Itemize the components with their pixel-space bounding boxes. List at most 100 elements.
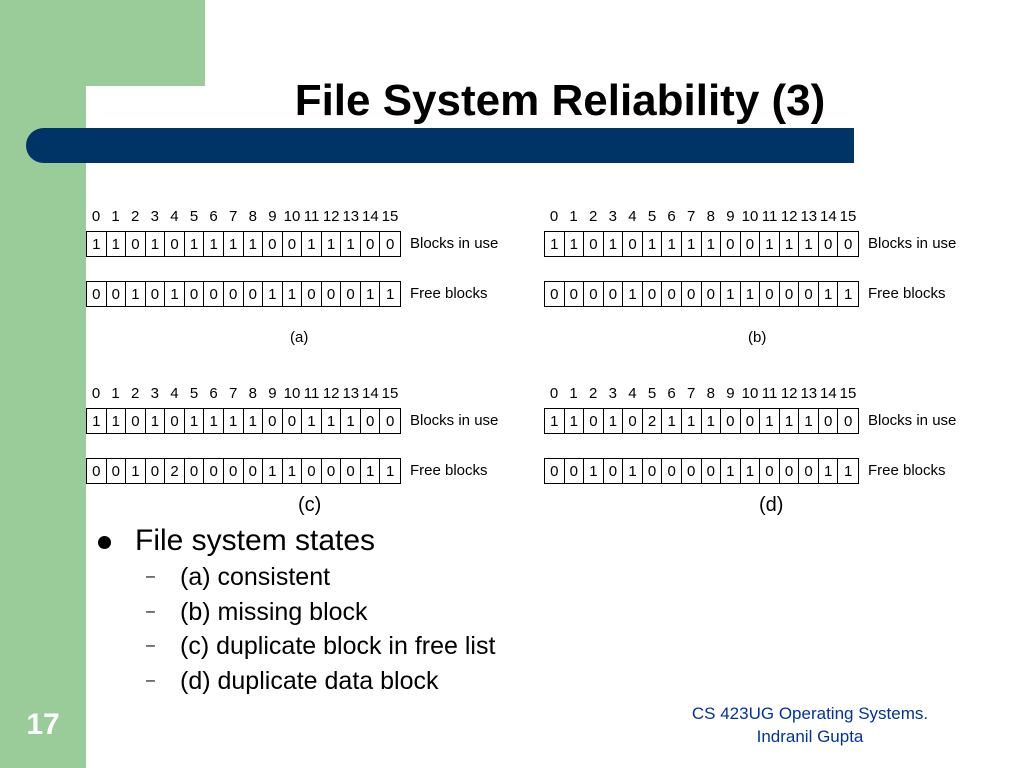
block-cell: 1: [126, 282, 146, 306]
index-label: 2: [589, 208, 598, 225]
block-cell: 1: [263, 282, 283, 306]
index-label: 12: [322, 208, 340, 225]
index-label: 12: [780, 208, 798, 225]
block-cell: 0: [780, 459, 800, 483]
index-label: 2: [589, 385, 598, 402]
block-cell: 0: [799, 282, 819, 306]
block-cell: 0: [780, 282, 800, 306]
index-label: 15: [839, 385, 857, 402]
block-cell: 0: [341, 282, 361, 306]
index-label: 9: [268, 208, 277, 225]
block-cell: 1: [341, 232, 361, 256]
block-cell: 1: [204, 232, 224, 256]
index-label: 14: [362, 385, 379, 402]
block-cell: 1: [741, 459, 761, 483]
block-cell: 1: [386, 462, 395, 480]
block-cell: 1: [799, 232, 819, 256]
block-cell: 0: [386, 412, 395, 430]
block-cell: 1: [107, 232, 127, 256]
block-cell: 1: [244, 232, 264, 256]
title-underline-bar: [26, 128, 854, 163]
block-cell: 0: [623, 232, 643, 256]
index-label: 7: [229, 208, 238, 225]
index-label: 11: [761, 385, 778, 402]
index-label: 1: [569, 385, 578, 402]
block-cell: 1: [819, 282, 839, 306]
block-cell: 1: [87, 409, 107, 433]
block-cell: 1: [623, 282, 643, 306]
index-label: 9: [726, 208, 735, 225]
diagram-caption: (b): [748, 329, 767, 346]
block-cell: 1: [721, 459, 741, 483]
bullet-dot-icon: [98, 536, 111, 549]
block-cell: 0: [702, 459, 722, 483]
diagram-a: 0 1 2 3 4 5 6 7 8 9 10 11 12 13 14 15 1 …: [86, 208, 526, 348]
index-label: 13: [342, 385, 360, 402]
block-cell: 0: [224, 282, 244, 306]
dash-icon: –: [146, 671, 155, 689]
block-cell: 0: [361, 232, 381, 256]
index-label: 3: [150, 385, 159, 402]
block-cell: 2: [165, 459, 185, 483]
block-cell: 0: [584, 282, 604, 306]
index-label: 5: [647, 385, 657, 402]
block-cell: 1: [283, 459, 303, 483]
index-label: 11: [303, 208, 320, 225]
index-label: 14: [820, 385, 837, 402]
index-label: 3: [150, 208, 159, 225]
sub-bullet-text: (d) duplicate data block: [180, 666, 439, 695]
index-label: 9: [268, 385, 277, 402]
index-label: 10: [283, 385, 301, 402]
block-cell: 1: [844, 285, 853, 303]
index-label: 11: [761, 208, 778, 225]
block-cell: 1: [741, 282, 761, 306]
index-label: 2: [131, 208, 140, 225]
block-cell: 1: [721, 282, 741, 306]
block-cell: 1: [623, 459, 643, 483]
index-label: 10: [741, 208, 759, 225]
index-label: 12: [322, 385, 340, 402]
free-blocks-row: 0 0 1 0 1 0 0 0 0 1 1 0 0 0 1 1: [86, 281, 401, 307]
block-cell: 0: [844, 235, 853, 253]
index-label: 1: [569, 208, 578, 225]
index-label: 1: [111, 385, 120, 402]
block-cell: 0: [819, 232, 839, 256]
block-cell: 0: [844, 412, 853, 430]
block-cell: 1: [682, 232, 702, 256]
block-cell: 0: [361, 409, 381, 433]
block-cell: 0: [702, 282, 722, 306]
block-cell: 0: [185, 459, 205, 483]
block-cell: 0: [244, 459, 264, 483]
blocks-in-use-label: Blocks in use: [410, 412, 499, 429]
index-label: 3: [608, 208, 617, 225]
block-cell: 0: [565, 282, 585, 306]
block-cell: 0: [107, 282, 127, 306]
slide-title: File System Reliability (3): [294, 76, 826, 125]
block-cell: 0: [302, 282, 322, 306]
block-cell: 1: [702, 232, 722, 256]
block-cell: 2: [643, 409, 663, 433]
dash-icon: –: [146, 568, 155, 585]
index-label: 13: [800, 385, 818, 402]
block-cell: 0: [799, 459, 819, 483]
block-cell: 0: [819, 409, 839, 433]
block-cell: 1: [283, 282, 303, 306]
block-cell: 0: [565, 459, 585, 483]
index-label: 5: [189, 385, 199, 402]
block-cell: 0: [87, 459, 107, 483]
block-cell: 0: [604, 459, 624, 483]
index-label: 6: [667, 385, 676, 402]
block-cell: 1: [126, 459, 146, 483]
blocks-in-use-row: 1 1 0 1 0 1 1 1 1 0 0 1 1 1 0 0: [86, 408, 401, 434]
diagram-caption: (d): [759, 494, 784, 516]
block-cell: 1: [702, 409, 722, 433]
index-label: 12: [780, 385, 798, 402]
index-label: 9: [726, 385, 735, 402]
index-label: 7: [687, 208, 696, 225]
sub-bullet-text: (a) consistent: [180, 563, 331, 591]
block-cell: 1: [780, 232, 800, 256]
block-cell: 0: [643, 459, 663, 483]
block-cell: 0: [760, 459, 780, 483]
footer-course: CS 423UG Operating Systems.: [691, 704, 929, 723]
index-label: 0: [549, 385, 559, 402]
